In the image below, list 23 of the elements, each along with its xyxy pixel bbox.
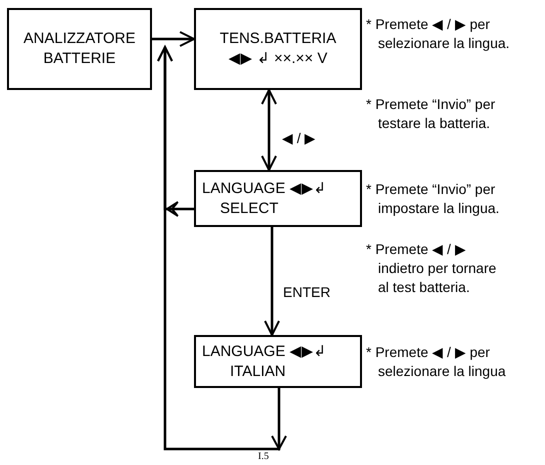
box-text: ◀▶ ↲ ××.×× V [228,49,328,69]
box-text: LANGUAGE ◀▶↲ [201,178,328,198]
note-text: * Premete ◀ / ▶ per selezionare la lingua. [366,15,511,53]
edge-label: ENTER [283,284,330,300]
arrow [152,31,195,47]
box-text: TENS.BATTERIA [218,29,338,49]
process-box [194,8,362,90]
box-text: LANGUAGE ◀▶↲ [201,342,328,362]
arrow [157,44,194,217]
process-box [7,8,152,90]
process-box [194,170,362,227]
edge-label: ◀ / ▶ [282,130,316,146]
process-box [194,335,362,388]
note-text: * Premete ◀ / ▶ indietro per tornare al test batteria. [366,240,498,297]
arrow [264,227,280,336]
page-number: I.5 [258,451,269,462]
note-text: * Premete “Invio” per testare la batteria. [366,95,496,133]
note-text: * Premete “Invio” per impostare la lingua. [366,180,500,218]
arrow [261,89,277,171]
note-text: * Premete ◀ / ▶ per selezionare la lingua [366,343,507,381]
box-text: SELECT [219,198,280,218]
box-text: ITALIAN [229,362,287,382]
box-text: ANALIZZATORE BATTERIE [22,29,136,69]
